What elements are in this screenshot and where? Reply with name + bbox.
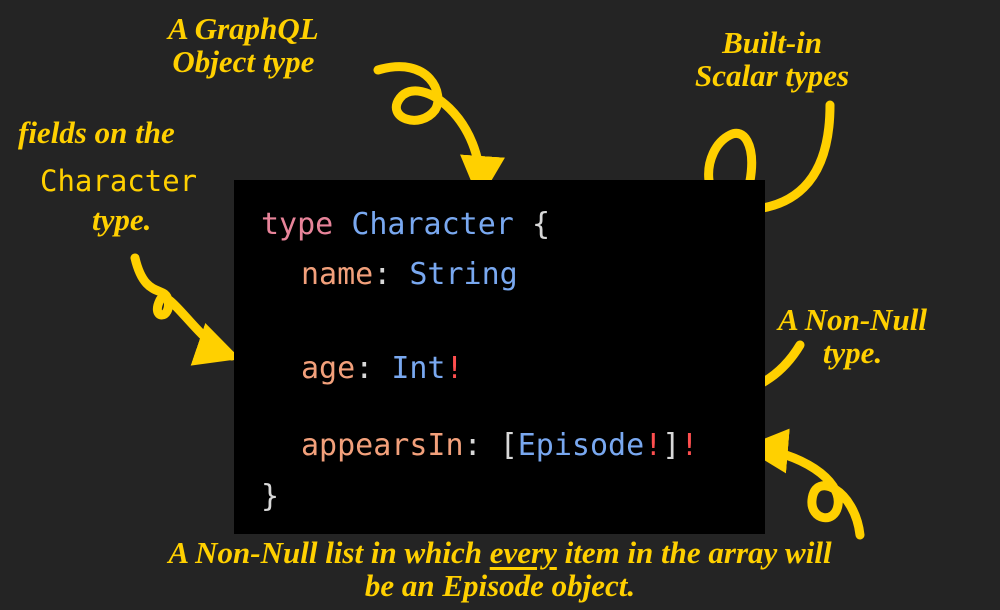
non-null-list-arrow (743, 428, 865, 540)
type-declaration-line: type Character { (261, 208, 550, 242)
field-type: Episode (517, 428, 645, 463)
field-separator: : (355, 351, 392, 386)
object-type-arrow (373, 62, 505, 201)
field-name: appearsIn (301, 428, 464, 463)
list-close-bracket: ] (662, 428, 681, 463)
list-annotation-post: item in the array will (556, 535, 832, 570)
field-name: name (301, 257, 374, 292)
fields-annotation-suffix: type. (92, 202, 152, 237)
non-null-annotation-line2: type. (822, 335, 883, 370)
field-separator: : (373, 257, 410, 292)
object-type-annotation: A GraphQL Object type (168, 12, 319, 78)
field-name: age (301, 351, 356, 386)
close-brace: } (261, 479, 280, 514)
non-null-list-annotation-line1: A Non-Null list in which every item in t… (0, 536, 1000, 569)
field-type: String (409, 257, 518, 292)
list-annotation-emphasis: every (489, 535, 557, 570)
non-null-annotation-line1: A Non-Null (778, 302, 928, 337)
field-line-appears-in: appearsIn: [Episode!]! (301, 429, 698, 463)
non-null-annotation: A Non-Null type. (778, 303, 927, 369)
fields-annotation-line1: fields on the (18, 115, 175, 150)
scalar-types-annotation-line2: Scalar types (695, 58, 850, 93)
list-open-bracket: [ (499, 428, 518, 463)
close-brace-line: } (261, 480, 279, 514)
scalar-types-annotation-line1: Built-in (722, 25, 823, 60)
open-brace: { (531, 207, 550, 242)
non-null-marker: ! (445, 351, 464, 386)
list-annotation-pre: A Non-Null list in which (168, 535, 490, 570)
inner-non-null-marker: ! (644, 428, 663, 463)
field-line-name: name: String (301, 258, 518, 292)
non-null-list-annotation: A Non-Null list in which every item in t… (0, 536, 1000, 602)
scalar-types-annotation: Built-in Scalar types (695, 26, 849, 92)
field-type: Int (391, 351, 446, 386)
list-non-null-marker: ! (680, 428, 699, 463)
object-type-annotation-line2: Object type (172, 44, 315, 79)
fields-arrow (130, 253, 241, 366)
code-block: type Character { name: String age: Int! … (234, 180, 765, 534)
field-separator: : (463, 428, 500, 463)
non-null-list-annotation-line2: be an Episode object. (364, 568, 636, 603)
object-type-annotation-line1: A GraphQL (168, 11, 319, 46)
type-keyword: type (261, 207, 334, 242)
field-line-age: age: Int! (301, 352, 464, 386)
fields-annotation-type-name: Character (40, 164, 198, 198)
fields-annotation: fields on the (18, 116, 175, 149)
type-name: Character (351, 207, 514, 242)
